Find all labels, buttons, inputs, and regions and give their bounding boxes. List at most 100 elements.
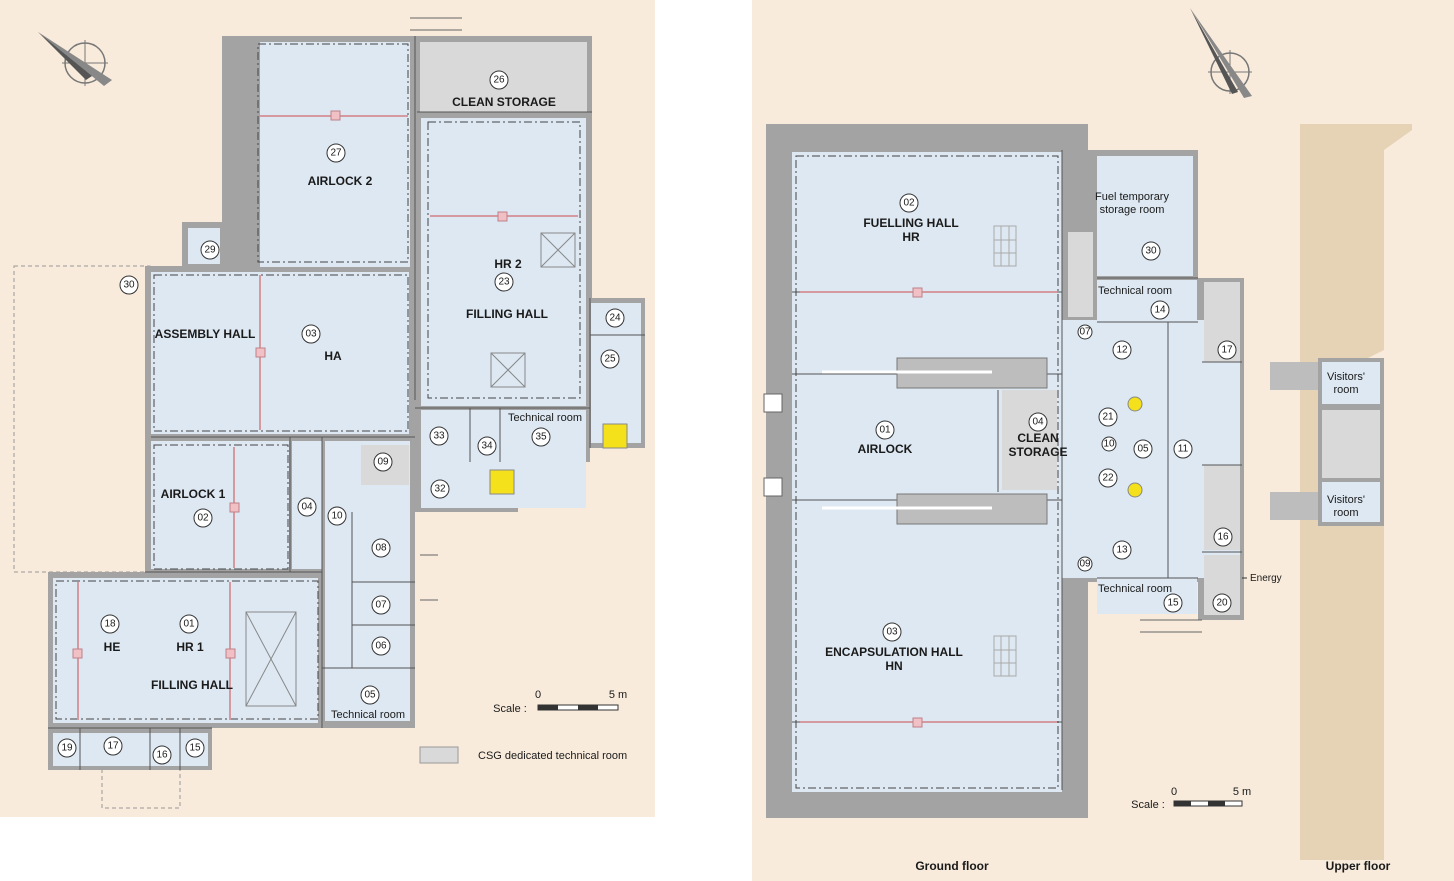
room-name: FUELLING HALL	[863, 216, 958, 230]
room-number: 09	[377, 457, 389, 468]
room-name: HA	[324, 349, 342, 363]
visitors-room-1-fill	[1322, 362, 1380, 404]
right-floor-plan: 02 FUELLING HALL HR 01 AIRLOCK 04 CLEAN …	[752, 0, 1454, 881]
room-number: 04	[1032, 417, 1044, 428]
room-sub: HN	[885, 659, 902, 673]
room-number: 10	[1103, 439, 1115, 450]
room-name: CLEAN	[1017, 431, 1058, 445]
room-number: 25	[604, 354, 616, 365]
scale-label: Scale :	[493, 703, 527, 715]
room-name: AIRLOCK	[858, 442, 913, 456]
clean-zone-boundaries	[795, 155, 1059, 789]
room-name: AIRLOCK 2	[308, 174, 373, 188]
room-sub: FILLING HALL	[466, 307, 548, 321]
north-arrow-icon	[38, 32, 112, 86]
airlock-rails	[822, 357, 1048, 525]
visitors-room-label: Visitors'	[1327, 494, 1365, 506]
room-number: 29	[204, 245, 216, 256]
indicator-icon	[1127, 396, 1143, 412]
entrance-markers	[763, 393, 783, 497]
room-number: 15	[189, 743, 201, 754]
room-sub: ASSEMBLY HALL	[155, 327, 256, 341]
floor-grid-marks	[993, 225, 1017, 677]
upper-floor-walkway	[1270, 362, 1318, 390]
stairs-icon	[1140, 619, 1202, 633]
room-number: 16	[156, 750, 168, 761]
scale-max: 5 m	[1233, 786, 1251, 798]
room-number: 22	[1102, 473, 1114, 484]
shaft-fill	[1068, 232, 1093, 317]
scale-zero: 0	[1171, 786, 1177, 798]
room-number: 12	[1116, 345, 1128, 356]
room-number: 05	[1137, 444, 1149, 455]
interior-walls	[48, 36, 645, 770]
room-name: Technical room	[508, 412, 582, 424]
room-name: AIRLOCK 1	[161, 487, 226, 501]
corridor-fill	[325, 441, 410, 721]
indicator-icon	[1127, 482, 1143, 498]
room-number: 10	[331, 511, 343, 522]
energy-label: Energy	[1250, 573, 1282, 584]
visitors-room-label: Visitors'	[1327, 371, 1365, 383]
visitors-room-2-fill	[1322, 482, 1380, 522]
room-number: 02	[903, 198, 915, 209]
room-name: CLEAN STORAGE	[452, 95, 556, 109]
room-number: 26	[493, 75, 505, 86]
legend-label: CSG dedicated technical room	[478, 750, 627, 762]
entry-zone	[101, 767, 181, 809]
room-number: 30	[123, 280, 135, 291]
room-labels: 02 FUELLING HALL HR 01 AIRLOCK 04 CLEAN …	[825, 191, 1282, 673]
room-03-fill	[151, 272, 409, 434]
room-name: HE	[104, 640, 121, 654]
room-number: 16	[1217, 532, 1229, 543]
upper-floor-walkway	[1270, 492, 1318, 520]
room-name: HR 1	[176, 640, 204, 654]
room-01-fill	[53, 578, 318, 723]
room-number: 18	[104, 619, 116, 630]
legend: CSG dedicated technical room	[419, 746, 627, 764]
room-name: Technical room	[1098, 285, 1172, 297]
room-number: 35	[535, 432, 547, 443]
room-number: 06	[375, 641, 387, 652]
legend-swatch	[419, 746, 459, 764]
upper-floor-caption: Upper floor	[1326, 859, 1391, 873]
room-name: Technical room	[1098, 583, 1172, 595]
room-number: 05	[364, 690, 376, 701]
room-number: 27	[330, 148, 342, 159]
room-name: ENCAPSULATION HALL	[825, 645, 963, 659]
room-number: 01	[183, 619, 195, 630]
room-name: Fuel temporary	[1095, 191, 1169, 203]
room-02-fill	[151, 441, 289, 569]
door-markers	[72, 110, 508, 659]
scale-max: 5 m	[609, 689, 627, 701]
upper-floor-core	[1322, 410, 1380, 478]
north-arrow-icon	[1190, 8, 1252, 98]
room-number: 03	[886, 627, 898, 638]
room-name: HR 2	[494, 257, 522, 271]
room-number: 32	[434, 484, 446, 495]
outdoor-zone	[13, 265, 151, 573]
ground-floor-caption: Ground floor	[915, 859, 989, 873]
room-number: 08	[375, 543, 387, 554]
room-number: 19	[61, 743, 73, 754]
door-markers	[912, 287, 923, 728]
stairs-icon	[410, 17, 462, 601]
room-name: Technical room	[331, 709, 405, 721]
left-plan-svg: 26 CLEAN STORAGE 27 AIRLOCK 2 HR 2 23 FI…	[13, 17, 645, 809]
room-number: 14	[1154, 305, 1166, 316]
room-number: 04	[301, 502, 313, 513]
room-number: 17	[107, 741, 119, 752]
room-number: 33	[433, 431, 445, 442]
clean-zone-boundaries	[55, 43, 581, 720]
room-labels: 26 CLEAN STORAGE 27 AIRLOCK 2 HR 2 23 FI…	[57, 70, 625, 765]
fan-icon	[489, 469, 515, 495]
room-number: 07	[375, 600, 387, 611]
scale-bar: Scale : 0 5 m	[1131, 786, 1251, 811]
scale-label: Scale :	[1131, 799, 1165, 811]
room-number: 21	[1102, 412, 1114, 423]
room-number: 20	[1216, 598, 1228, 609]
room-number: 13	[1116, 545, 1128, 556]
visitors-room-label: room	[1333, 384, 1358, 396]
room-23-fill	[421, 118, 586, 406]
fan-icon	[602, 423, 628, 449]
